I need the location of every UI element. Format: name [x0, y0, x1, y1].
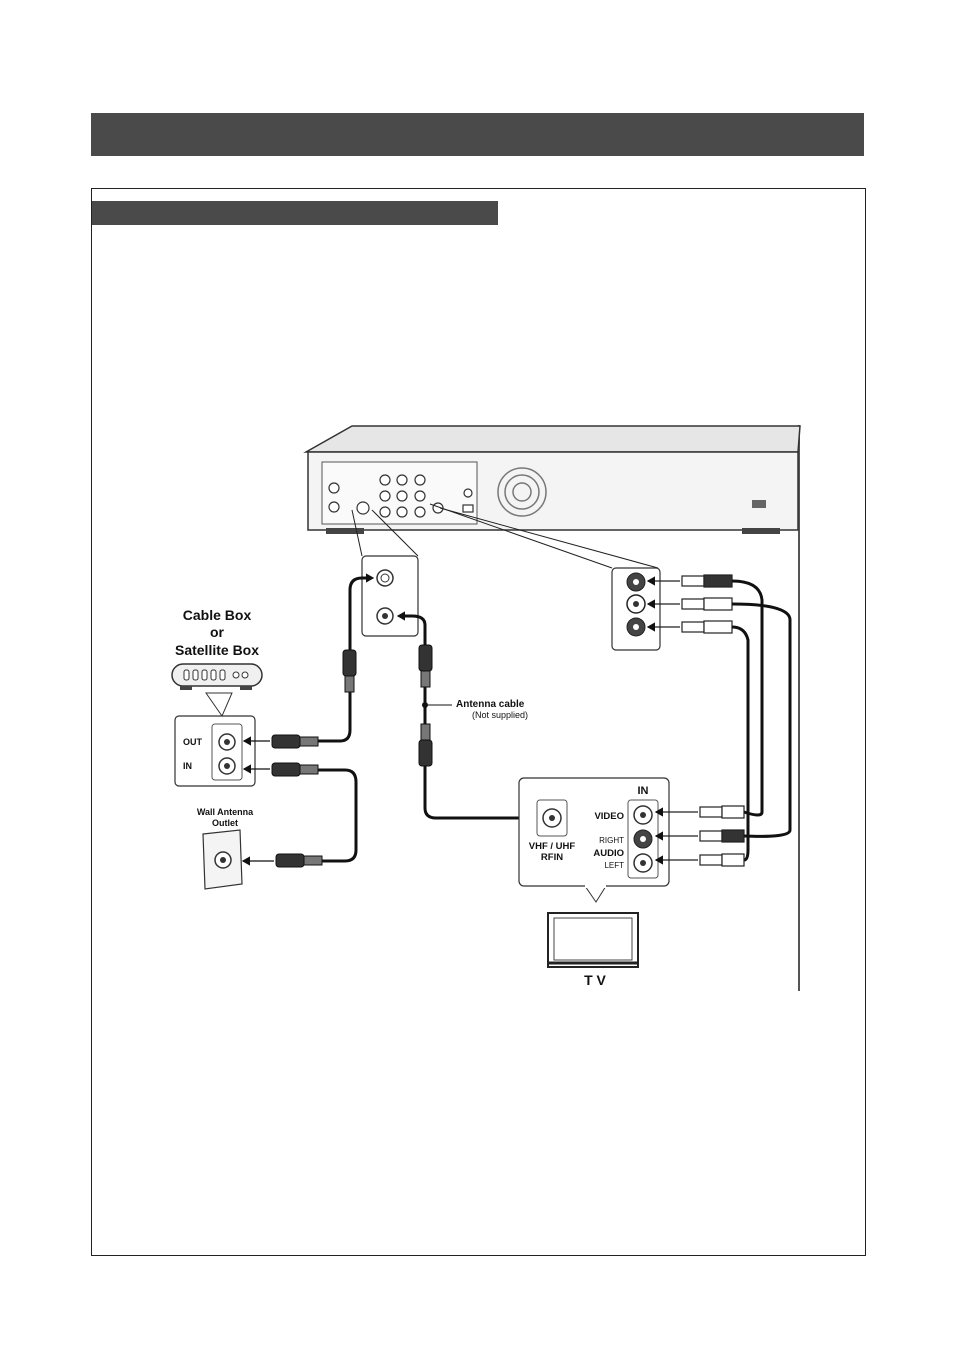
left-label: LEFT: [604, 861, 624, 870]
wall-antenna-outlet: Wall Antenna Outlet: [197, 807, 254, 890]
recorder-unit: [303, 425, 801, 534]
av-cables: [731, 579, 792, 862]
cable-box-label-line2: or: [210, 624, 225, 640]
cable-box: [171, 663, 263, 690]
tv-input-panel: VHF / UHF RFIN IN VIDEO RIGHT AUDIO LEFT: [518, 777, 670, 903]
content-frame: [91, 188, 866, 1256]
rca-plugs-tv: [654, 805, 745, 867]
cable-box-panel: OUT IN: [174, 692, 256, 787]
tv-icon: T V: [547, 912, 639, 988]
antenna-cable: Antenna cable (Not supplied): [396, 611, 534, 823]
in-label: IN: [183, 761, 192, 771]
antenna-cable-label: Antenna cable: [456, 699, 525, 710]
coax-cables-left: [241, 573, 375, 868]
subsection-header-bar: [92, 201, 498, 225]
cable-box-label-line1: Cable Box: [183, 607, 252, 623]
video-label: VIDEO: [594, 811, 624, 822]
wall-antenna-label-line2: Outlet: [212, 818, 238, 828]
not-supplied-label: (Not supplied): [472, 710, 528, 720]
rca-plugs-recorder: [646, 574, 733, 634]
vertical-rule: [798, 425, 800, 991]
vhf-uhf-label: VHF / UHF: [529, 841, 576, 852]
right-label: RIGHT: [599, 836, 624, 845]
audio-label: AUDIO: [593, 848, 624, 859]
section-header-bar: [91, 113, 864, 156]
tv-in-label: IN: [638, 785, 649, 797]
out-label: OUT: [183, 737, 203, 747]
rfin-label: RFIN: [541, 852, 563, 863]
cable-box-label-line3: Satellite Box: [175, 642, 259, 658]
wall-antenna-label-line1: Wall Antenna: [197, 807, 254, 817]
av-out-panel: [611, 567, 661, 651]
antenna-panel: [361, 555, 419, 637]
tv-label: T V: [584, 972, 606, 988]
